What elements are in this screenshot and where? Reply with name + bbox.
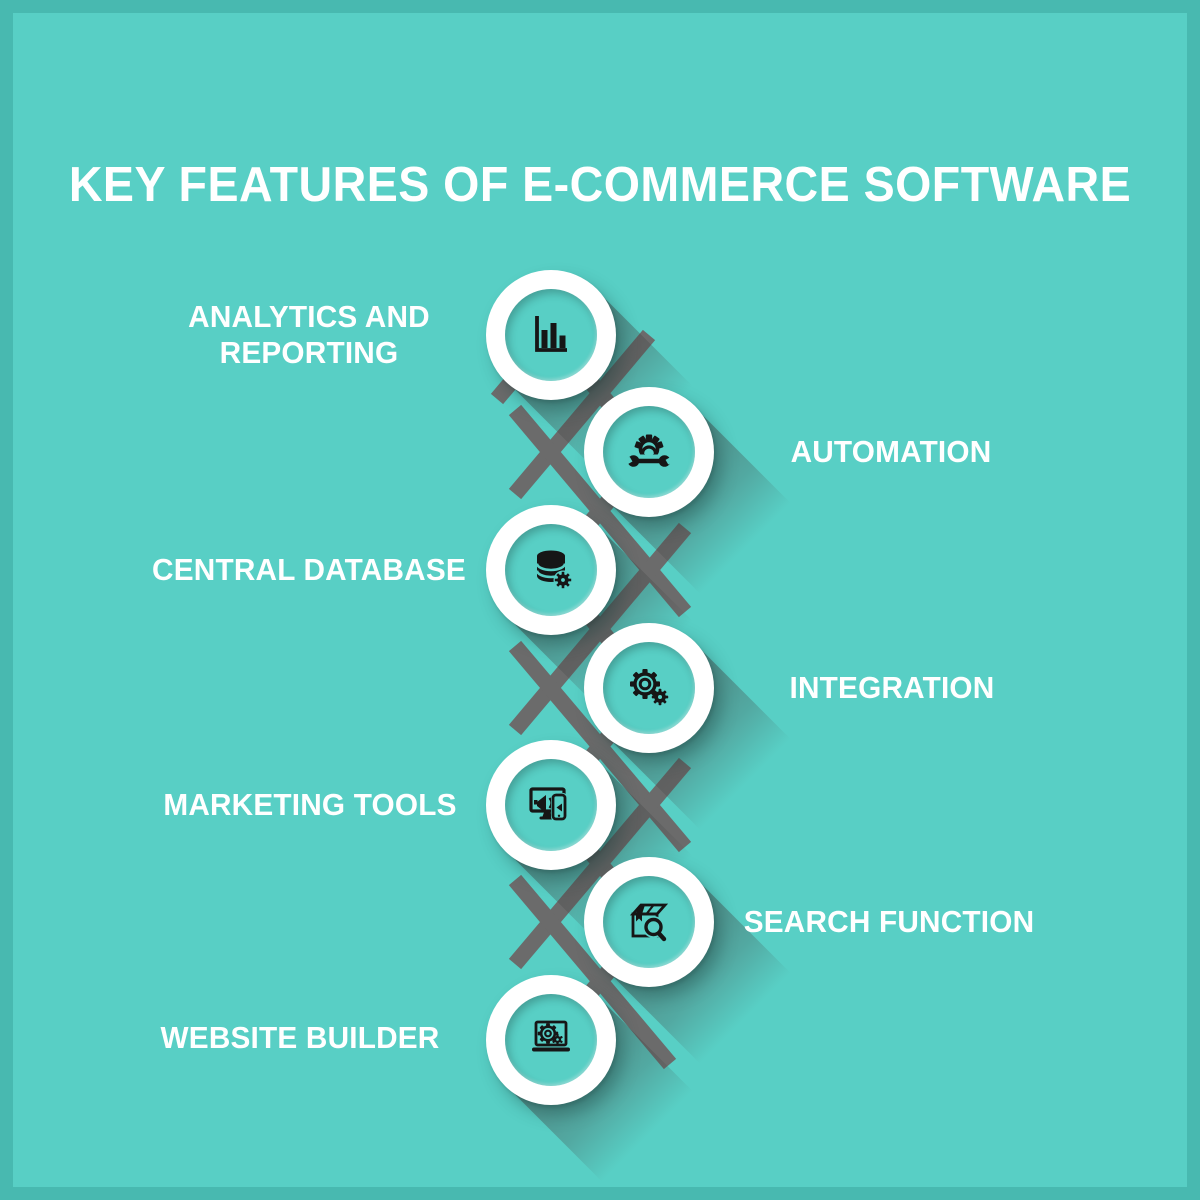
circle-ring [486,270,616,400]
feature-node-marketing-tools [486,740,706,960]
circle-inner [603,642,695,734]
feature-label-search-function: SEARCH FUNCTION [743,904,1035,940]
feature-node-central-database [486,505,706,725]
circle-inner [603,406,695,498]
feature-node-search-function [584,857,804,1077]
gear-wrench-icon [624,434,674,467]
circle-inner [505,994,597,1086]
feature-label-central-database: CENTRAL DATABASE [152,552,466,588]
circle-ring [486,740,616,870]
circle-ring [584,857,714,987]
circle-inner [505,759,597,851]
circle-inner [505,524,597,616]
gears-icon [630,669,669,706]
feature-label-analytics: ANALYTICS AND REPORTING [188,299,430,370]
database-gear-icon [535,550,573,590]
circle-ring [486,505,616,635]
page-title: KEY FEATURES OF E-COMMERCE SOFTWARE [68,157,1132,212]
circle-ring [486,975,616,1105]
circle-inner [505,289,597,381]
feature-node-analytics [486,270,706,490]
package-search-icon [629,903,669,942]
feature-label-automation: AUTOMATION [790,434,992,470]
feature-node-integration [584,623,804,843]
feature-label-integration: INTEGRATION [789,670,995,706]
devices-megaphone-icon [529,787,567,821]
bar-chart-icon [535,316,567,352]
feature-node-website-builder [486,975,706,1195]
circle-ring [584,387,714,517]
feature-label-website-builder: WEBSITE BUILDER [160,1020,440,1056]
feature-node-automation [584,387,804,607]
circle-ring [584,623,714,753]
circle-inner [603,876,695,968]
feature-label-marketing-tools: MARKETING TOOLS [163,787,457,823]
laptop-gear-icon [532,1020,570,1052]
